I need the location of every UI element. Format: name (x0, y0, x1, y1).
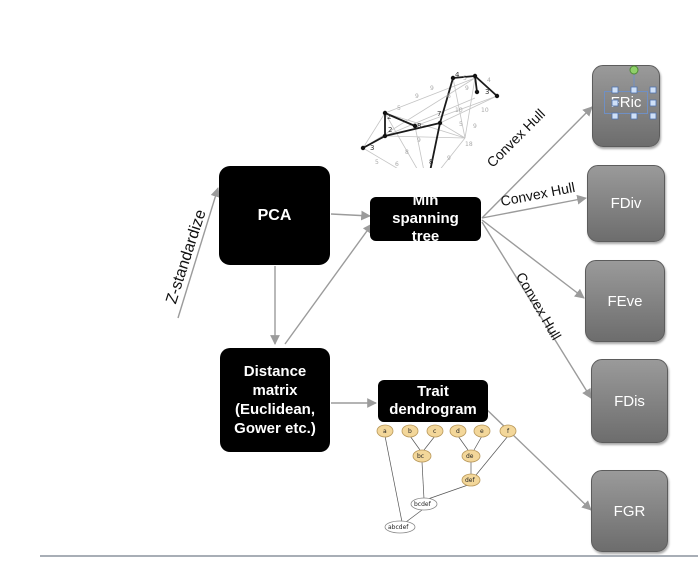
svg-text:4: 4 (455, 71, 460, 79)
mst-vertices (360, 73, 500, 151)
svg-text:5: 5 (375, 159, 379, 166)
svg-text:b: b (408, 428, 412, 435)
fdis-node: FDis (591, 359, 668, 443)
svg-text:9: 9 (465, 85, 469, 92)
dendrogram-leaves: a b c d e f (376, 424, 517, 438)
mst-node-label-1: Min (412, 197, 439, 209)
svg-text:bc: bc (417, 453, 424, 460)
dendrogram-label-2: dendrogram (389, 401, 477, 418)
fdis-label: FDis (614, 392, 645, 410)
mst-node-label-2: spanning (392, 210, 459, 227)
mst-illustration: 2 2 8 7 3 4 8 3 5 9 9 6 9 5 10 4 8 9 10 … (360, 71, 500, 168)
fric-selection-handles (611, 65, 657, 120)
min-spanning-tree-node: Min spanning tree (370, 197, 481, 241)
svg-text:de: de (466, 453, 474, 460)
dendrogram-illustration: a b c d e f bc de def bcdef abcdef (376, 424, 517, 534)
svg-text:5: 5 (463, 75, 467, 82)
mst-graph-weights: 5 9 9 6 9 5 10 4 8 9 10 5 18 9 6 5 9 (375, 75, 491, 168)
dendrogram-label-1: Trait (417, 383, 449, 400)
svg-text:10: 10 (481, 107, 489, 114)
svg-text:def: def (465, 477, 476, 484)
distance-label-4: Gower etc.) (234, 420, 316, 437)
mst-to-fdis-arrow (481, 221, 592, 399)
mst-node-label-3: tree (411, 228, 440, 241)
distance-matrix-node: Distance matrix (Euclidean, Gower etc.) (220, 348, 330, 452)
svg-text:5: 5 (459, 121, 463, 128)
fdiv-node: FDiv (587, 165, 665, 242)
rotate-handle-icon (629, 65, 639, 75)
fdiv-label: FDiv (610, 195, 642, 212)
feve-node: FEve (585, 260, 665, 342)
fgr-node: FGR (591, 470, 668, 552)
svg-text:9: 9 (473, 123, 477, 130)
svg-text:d: d (456, 428, 460, 435)
svg-text:2: 2 (388, 126, 392, 134)
svg-text:18: 18 (465, 141, 473, 148)
svg-text:3: 3 (370, 144, 374, 152)
mst-full-graph (362, 77, 498, 168)
svg-text:2: 2 (387, 113, 391, 121)
svg-text:6: 6 (447, 93, 451, 100)
mst-to-fdiv-arrow (481, 194, 587, 219)
svg-text:a: a (383, 428, 387, 435)
distance-label-2: matrix (252, 382, 298, 399)
feve-label: FEve (607, 292, 643, 310)
svg-text:e: e (480, 428, 484, 435)
dendrogram-to-fgr-arrow (481, 404, 592, 511)
svg-text:bcdef: bcdef (414, 501, 432, 508)
svg-text:8: 8 (417, 122, 421, 130)
svg-text:9: 9 (447, 155, 451, 162)
dendrogram-links (384, 435, 509, 523)
svg-text:f: f (507, 428, 510, 435)
pca-node: PCA (219, 166, 330, 265)
svg-text:6: 6 (395, 161, 399, 168)
pca-node-label: PCA (257, 206, 292, 224)
svg-text:5: 5 (397, 105, 401, 112)
svg-text:9: 9 (415, 93, 419, 100)
fric-node: FRic (592, 65, 660, 147)
svg-text:10: 10 (455, 107, 463, 114)
distance-label-3: (Euclidean, (234, 401, 316, 418)
svg-text:9: 9 (430, 85, 434, 92)
pca-to-mst-arrow (330, 210, 371, 221)
svg-text:abcdef: abcdef (388, 524, 409, 531)
bottom-divider (40, 555, 698, 557)
svg-text:9: 9 (417, 137, 421, 144)
mst-tree-edges (362, 75, 498, 168)
dendrogram-internal-nodes: bc de def bcdef abcdef (384, 449, 481, 534)
svg-text:c: c (433, 428, 436, 435)
svg-text:8: 8 (429, 158, 433, 166)
svg-text:8: 8 (405, 149, 409, 156)
mst-tree-weights: 2 2 8 7 3 4 8 3 (370, 71, 489, 166)
mst-to-feve-arrow (481, 219, 585, 299)
fgr-label: FGR (613, 502, 646, 520)
svg-text:4: 4 (487, 77, 491, 84)
distance-to-mst-arrow (284, 223, 373, 345)
resize-handle-icon (611, 86, 619, 94)
svg-text:3: 3 (485, 88, 489, 96)
distance-label-1: Distance (243, 363, 307, 380)
z-standardize-edge (177, 187, 221, 319)
trait-dendrogram-node: Trait dendrogram (378, 380, 488, 422)
svg-text:7: 7 (437, 110, 441, 118)
mst-to-fric-arrow (481, 106, 593, 219)
